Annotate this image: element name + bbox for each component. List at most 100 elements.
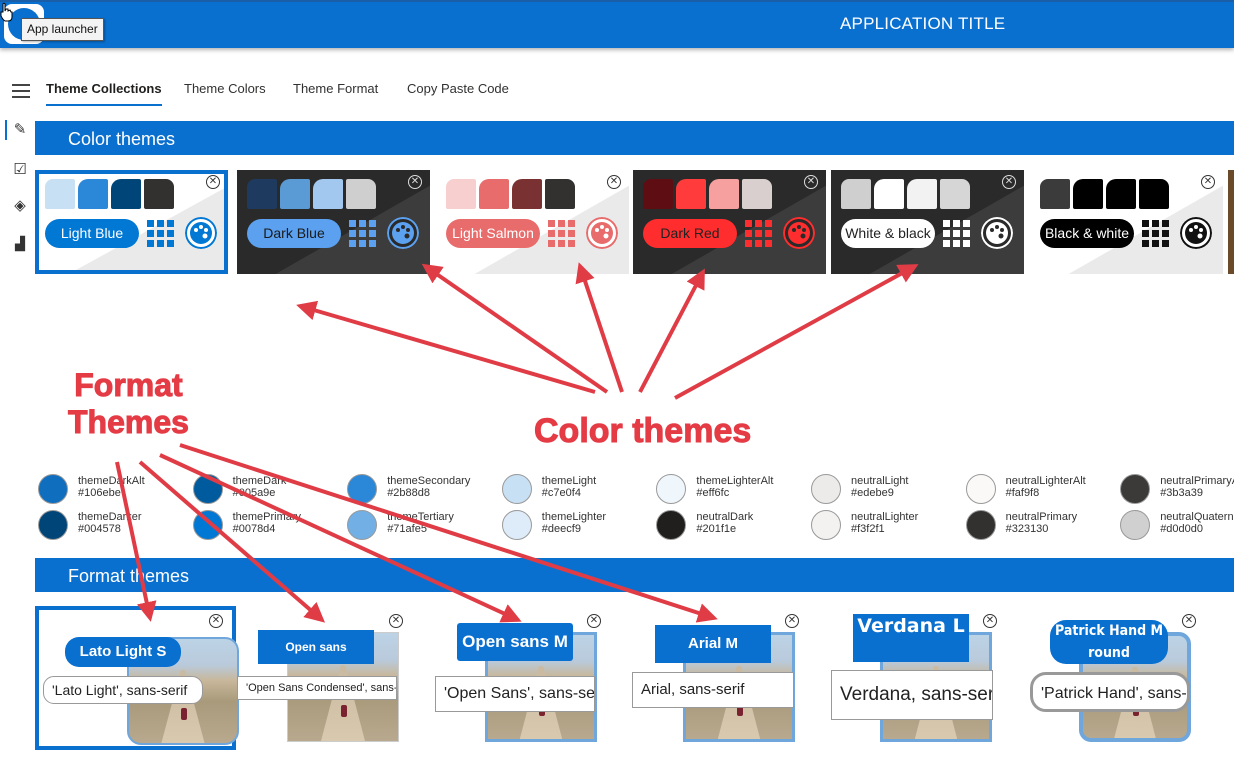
color-theme-card-partial[interactable] — [1228, 170, 1234, 274]
format-theme-card[interactable]: Open sans condens. S 'Open Sans Condense… — [237, 606, 403, 750]
swatch-dot — [1120, 510, 1151, 540]
tab-theme-format[interactable]: Theme Format — [293, 81, 379, 96]
theme-color-square — [313, 179, 343, 209]
swatch-hex: #faf9f8 — [1005, 487, 1040, 499]
bar-chart-icon[interactable]: ▟ — [15, 236, 25, 251]
swatch-hex: #005a9e — [232, 487, 276, 499]
tab-theme-colors[interactable]: Theme Colors — [184, 81, 266, 96]
swatch-hex: #004578 — [78, 523, 121, 535]
color-swatch[interactable]: themeLight #c7e0f4 — [501, 474, 652, 510]
palette-icon[interactable] — [1180, 217, 1212, 249]
theme-color-square — [111, 179, 141, 209]
color-theme-card[interactable]: Black & white✕ — [1030, 170, 1223, 274]
color-swatch[interactable]: neutralLighterAlt #faf9f8 — [965, 474, 1116, 510]
swatch-hex: #323130 — [1005, 523, 1049, 535]
color-swatch[interactable]: themeTertiary #71afe5 — [347, 510, 497, 546]
palette-icon[interactable] — [185, 217, 217, 249]
hamburger-menu-icon[interactable] — [12, 84, 30, 98]
swatch-dot — [965, 474, 996, 504]
swatch-hex: #f3f2f1 — [851, 523, 885, 535]
close-icon[interactable]: ✕ — [607, 175, 621, 189]
format-tag: Open sans M — [457, 623, 573, 661]
palette-icon[interactable] — [783, 217, 815, 249]
close-icon[interactable]: ✕ — [206, 175, 220, 189]
format-theme-card[interactable]: Arial M Arial, sans-serif ✕ — [631, 606, 799, 750]
palette-icon[interactable] — [981, 217, 1013, 249]
color-swatch[interactable]: neutralPrimary #323130 — [965, 510, 1116, 546]
color-theme-card[interactable]: Dark Red✕ — [633, 170, 826, 274]
theme-color-square — [907, 179, 937, 209]
color-swatch[interactable]: themeSecondary #2b88d8 — [347, 474, 497, 510]
color-swatch[interactable]: themePrimary #0078d4 — [192, 510, 343, 546]
close-icon[interactable]: ✕ — [408, 175, 422, 189]
palette-icon[interactable] — [586, 217, 618, 249]
color-swatch[interactable]: neutralLight #edebe9 — [811, 474, 961, 510]
swatch-name: neutralDark — [696, 511, 754, 523]
theme-color-square — [1040, 179, 1070, 209]
swatch-hex: #deecf9 — [541, 523, 581, 535]
color-theme-card[interactable]: Light Salmon ✕ — [436, 170, 629, 274]
close-icon[interactable]: ✕ — [983, 614, 997, 628]
swatch-name: themeLighter — [541, 511, 607, 523]
close-icon[interactable]: ✕ — [1201, 175, 1215, 189]
close-icon[interactable]: ✕ — [389, 614, 403, 628]
font-sample-field: 'Open Sans Condensed', sans-serif — [237, 676, 397, 700]
swatch-dot — [656, 510, 687, 540]
app-launcher-tooltip: App launcher — [21, 18, 104, 41]
color-themes-title: Color themes — [68, 129, 176, 149]
tab-theme-collections[interactable]: Theme Collections — [46, 81, 162, 106]
card-diagonal — [1068, 185, 1223, 274]
swatch-name: neutralLighterAlt — [1005, 475, 1086, 487]
color-theme-card[interactable]: Dark Blue✕ — [237, 170, 430, 274]
annotation-arrow — [296, 300, 596, 394]
close-icon[interactable]: ✕ — [785, 614, 799, 628]
theme-color-square — [742, 179, 772, 209]
theme-color-square — [676, 179, 706, 209]
format-theme-card[interactable]: Patrick Hand M round 'Patrick Hand', san… — [1029, 606, 1196, 750]
swatch-hex: #eff6fc — [696, 487, 730, 499]
swatch-name: neutralLighter — [851, 511, 919, 523]
card-diagonal — [275, 185, 430, 274]
color-swatch[interactable]: neutralLighter #f3f2f1 — [811, 510, 961, 546]
swatch-hex: #3b3a39 — [1160, 487, 1204, 499]
close-icon[interactable]: ✕ — [209, 614, 223, 628]
color-swatch[interactable]: neutralDark #201f1e — [656, 510, 806, 546]
color-swatch[interactable]: themeDarker #004578 — [38, 510, 188, 546]
format-tag: Arial M — [655, 625, 771, 663]
card-diagonal — [869, 185, 1024, 274]
runner-graphic — [736, 704, 743, 717]
color-swatch[interactable]: themeLighterAlt #eff6fc — [656, 474, 806, 510]
edit-chart-icon[interactable]: ☑ — [13, 161, 27, 178]
theme-name-pill: Light Salmon — [446, 219, 540, 248]
color-swatch[interactable]: neutralQuaternary #d0d0d0 — [1120, 510, 1234, 546]
close-icon[interactable]: ✕ — [1182, 614, 1196, 628]
diamond-arrows-icon[interactable]: ◈ — [14, 197, 26, 214]
swatch-name: themeSecondary — [387, 475, 471, 487]
color-swatch[interactable]: neutralPrimaryAlt #3b3a39 — [1120, 474, 1234, 510]
swatch-dot — [347, 474, 378, 504]
palette-icon[interactable] — [387, 217, 419, 249]
swatch-hex: #d0d0d0 — [1160, 523, 1204, 535]
swatch-dot — [965, 510, 996, 540]
color-swatch[interactable]: themeLighter #deecf9 — [501, 510, 652, 546]
tab-copy-paste-code[interactable]: Copy Paste Code — [407, 81, 509, 96]
format-tag: Lato Light S round — [65, 637, 181, 667]
close-icon[interactable]: ✕ — [804, 175, 818, 189]
annotation-arrow — [674, 264, 919, 400]
close-icon[interactable]: ✕ — [587, 614, 601, 628]
swatch-name: themeDark — [232, 475, 287, 487]
color-themes-header: Color themes — [35, 121, 1234, 155]
grid-icon — [943, 220, 970, 247]
color-swatch[interactable]: themeDarkAlt #106ebe — [38, 474, 188, 510]
theme-color-square — [545, 179, 575, 209]
theme-color-square — [1139, 179, 1169, 209]
color-theme-card[interactable]: White & black✕ — [831, 170, 1024, 274]
color-swatch[interactable]: themeDark #005a9e — [192, 474, 343, 510]
format-theme-card[interactable]: Open sans M 'Open Sans', sans-serif ✕ — [435, 606, 601, 750]
color-theme-card[interactable]: Light Blue✕ — [35, 170, 228, 274]
swatch-dot — [811, 510, 841, 540]
brush-ruler-icon[interactable]: ✎ — [13, 121, 27, 138]
close-icon[interactable]: ✕ — [1002, 175, 1016, 189]
format-theme-card[interactable]: Lato Light S round 'Lato Light', sans-se… — [35, 606, 239, 750]
format-theme-card[interactable]: Verdana L Verdana, sans-serif ✕ — [830, 606, 997, 750]
